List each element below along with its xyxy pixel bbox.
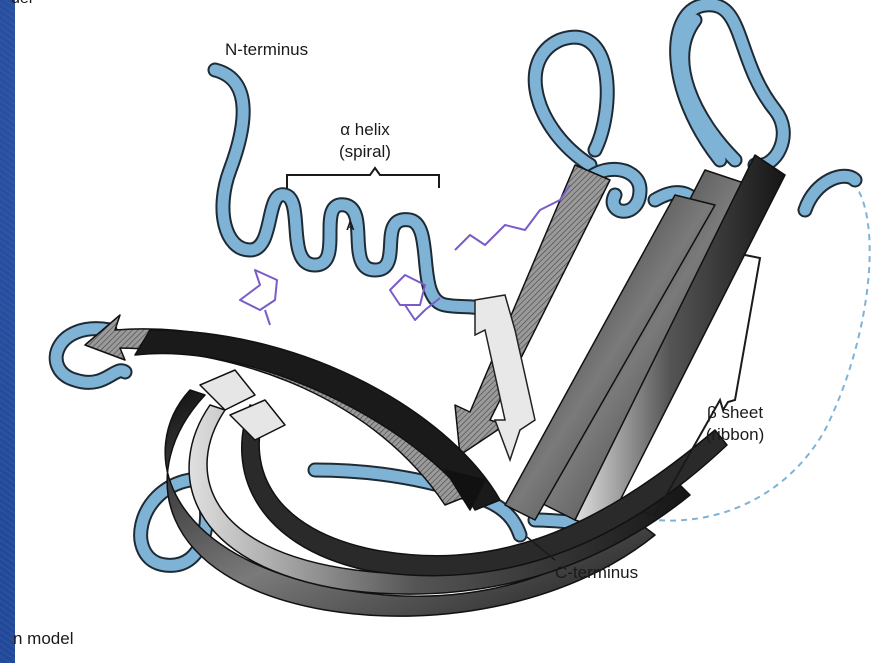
- caption-text: n model: [13, 629, 73, 649]
- helix-bracket: [287, 168, 439, 188]
- alpha-helix-label: α helix: [325, 120, 405, 140]
- c-terminus-label: C-terminus: [555, 563, 638, 583]
- top-fragment-text: der: [11, 0, 34, 9]
- helix-letter-label: A: [346, 216, 355, 236]
- n-terminus-label: N-terminus: [225, 40, 308, 60]
- protein-ribbon-diagram: [15, 0, 875, 663]
- beta-sheet-label: β sheet: [695, 403, 775, 423]
- alpha-helix-sublabel: (spiral): [325, 142, 405, 162]
- beta-sheet-sublabel: (ribbon): [695, 425, 775, 445]
- figure-panel: der N-terminus α helix (spiral) A β shee…: [15, 0, 875, 663]
